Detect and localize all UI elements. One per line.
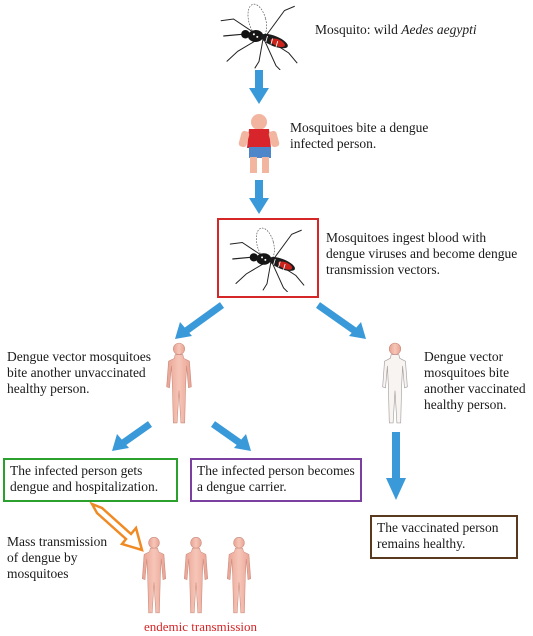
- arrow-to-hospitalization: [112, 421, 153, 451]
- mass-transmission-label: Mass transmission of dengue by mosquitoe…: [7, 534, 108, 581]
- ingest-blood-label: Mosquitoes ingest blood with dengue viru…: [326, 230, 518, 277]
- arrow-to-carrier: [210, 421, 251, 451]
- wild-mosquito-icon: [220, 2, 298, 70]
- arrow-down-2: [249, 180, 269, 214]
- endemic-transmission-label: endemic transmission: [144, 619, 258, 634]
- carrier-box: The infected person becomes a dengue car…: [190, 458, 362, 502]
- remains-healthy-box: The vaccinated person remains healthy.: [370, 515, 518, 559]
- mass-transmission-arrow: [89, 501, 144, 552]
- hospitalization-box: The infected person gets dengue and hosp…: [3, 458, 178, 502]
- bite-infected-label: Mosquitoes bite a dengue infected person…: [290, 120, 429, 151]
- vaccinated-person-icon: [382, 342, 408, 424]
- vaccinated-branch-label: Dengue vector mosquitoes bite another va…: [424, 349, 526, 412]
- unvaccinated-person-icon: [166, 342, 192, 424]
- endemic-person-icon-2: [184, 537, 208, 614]
- arrow-to-vaccinated: [315, 302, 366, 339]
- arrow-down-1: [249, 70, 269, 104]
- infected-child-icon: [238, 114, 280, 173]
- endemic-person-icon-3: [227, 537, 251, 614]
- endemic-person-icon-1: [142, 537, 166, 614]
- unvaccinated-branch-label: Dengue vector mosquitoes bite another un…: [7, 349, 151, 396]
- arrow-to-unvaccinated: [175, 302, 225, 339]
- arrow-to-remains-healthy: [386, 432, 406, 500]
- wild-mosquito-label: Mosquito: wild Aedes aegypti: [315, 22, 477, 37]
